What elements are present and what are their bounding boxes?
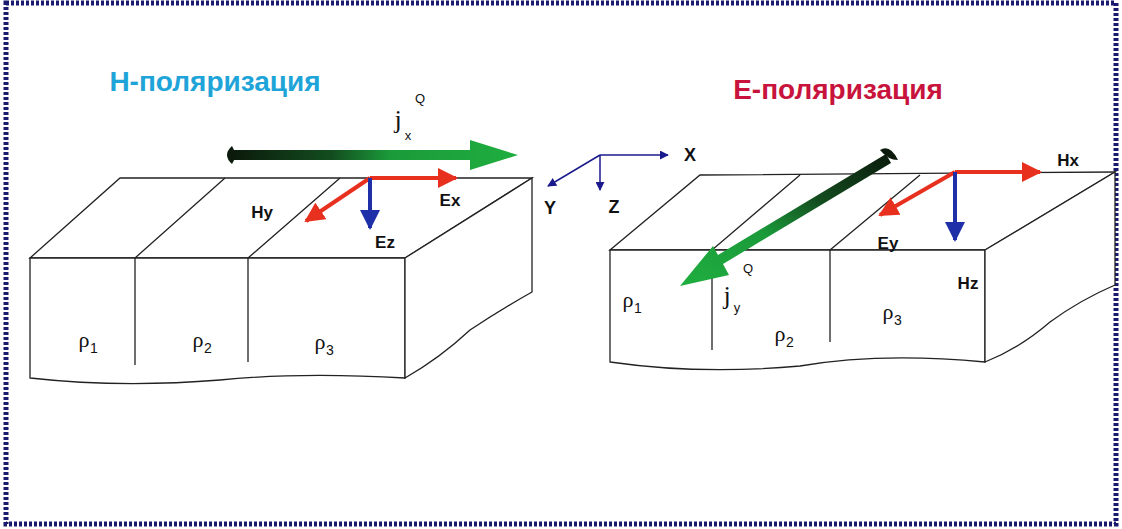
current-arrow [227, 140, 518, 170]
field-name: Ey [878, 235, 899, 252]
index-text: 2 [204, 341, 212, 355]
field-vectors [306, 172, 1040, 240]
current-symbol: j [394, 107, 401, 133]
axis-name: Z [609, 198, 620, 216]
current-symbol: j [723, 283, 730, 309]
field-name: Ez [375, 234, 395, 251]
axis-name: X [684, 146, 696, 164]
index-text: Q [743, 262, 753, 275]
heading: Е-поляризация [733, 76, 943, 104]
field-name: Ex [440, 192, 461, 209]
resistivity-symbol: ρ [315, 331, 326, 353]
left-block [30, 178, 532, 384]
field-name: Hz [958, 275, 979, 292]
field-name: Hy [251, 204, 273, 221]
resistivity-symbol: ρ [623, 289, 634, 311]
resistivity-symbol: ρ [775, 323, 786, 345]
current-arrow [680, 148, 898, 286]
index-text: 2 [786, 335, 794, 349]
index-text: 3 [326, 343, 334, 357]
right-block [610, 172, 1115, 370]
index-text: 1 [90, 341, 98, 355]
resistivity-symbol: ρ [79, 329, 90, 351]
axes [548, 155, 668, 190]
index-text: Q [415, 92, 425, 105]
resistivity-symbol: ρ [193, 329, 204, 351]
index-text: 3 [894, 313, 902, 327]
resistivity-symbol: ρ [883, 301, 894, 323]
field-name: Hx [1057, 152, 1079, 169]
index-text: y [734, 301, 741, 314]
index-text: x [405, 129, 412, 142]
heading: Н-поляризация [109, 68, 320, 96]
axis-name: Y [544, 199, 556, 217]
index-text: 1 [634, 301, 642, 315]
frame-border [6, 3, 1116, 524]
